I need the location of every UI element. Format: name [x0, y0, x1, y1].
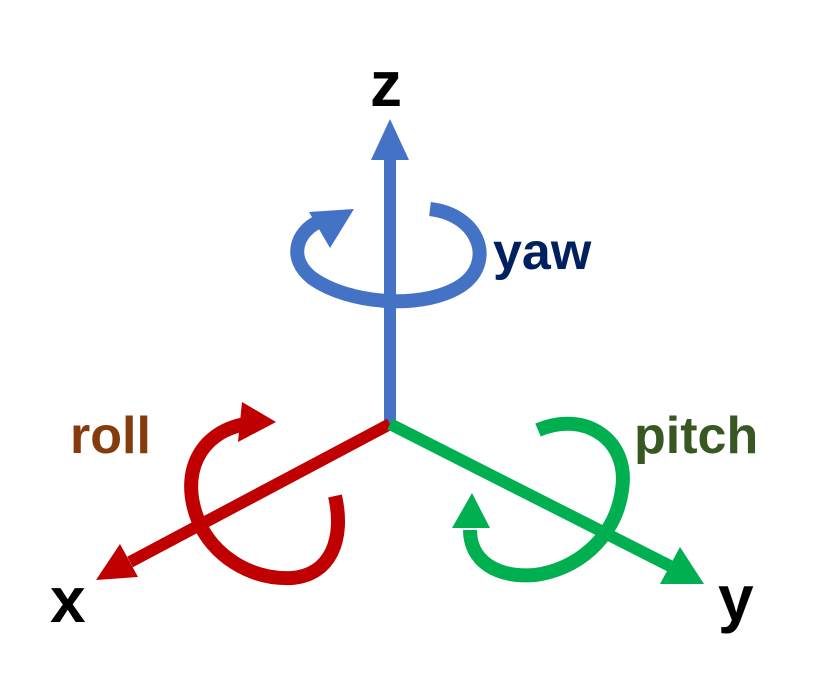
- roll-label: roll: [70, 407, 151, 465]
- pitch-label: pitch: [634, 407, 759, 465]
- x-axis-label: x: [50, 564, 86, 636]
- yaw-label: yaw: [493, 223, 592, 281]
- z-axis-label: z: [370, 48, 402, 120]
- x-axis: [96, 418, 393, 580]
- roll-rotation-arrow: [184, 402, 345, 586]
- y-axis: [387, 418, 704, 584]
- yaw-rotation-arrow: [290, 202, 487, 309]
- z-axis: [371, 119, 409, 424]
- pitch-rotation-arrow: [452, 416, 630, 583]
- y-axis-label: y: [718, 562, 754, 634]
